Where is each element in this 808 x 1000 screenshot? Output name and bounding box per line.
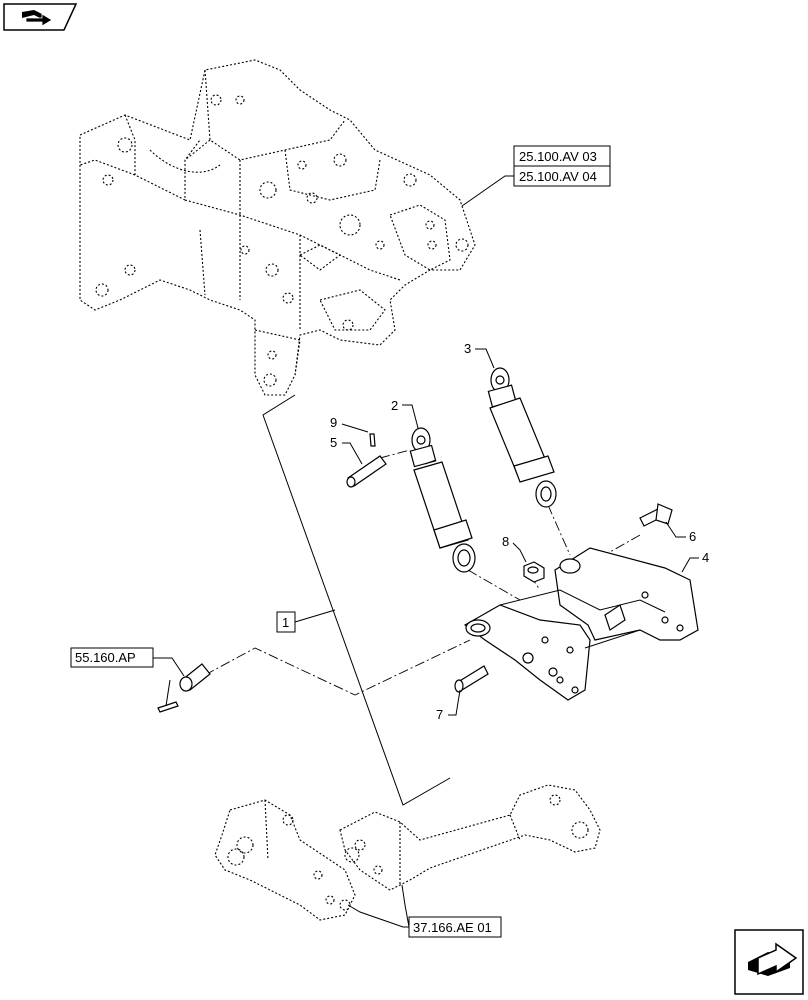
bracket-4[interactable] <box>463 547 699 701</box>
fitting-55-160-ap[interactable] <box>157 663 211 713</box>
pin-5[interactable] <box>346 455 387 488</box>
open-book-arrow-icon[interactable] <box>3 3 78 31</box>
next-page-arrow-icon[interactable] <box>734 929 804 995</box>
leader-line <box>165 679 171 707</box>
leader-line <box>294 609 336 623</box>
reference-label: 37.166.AE 01 <box>413 920 492 935</box>
hydraulic-cylinder-3[interactable] <box>487 367 557 508</box>
leader-line <box>401 884 410 928</box>
leader-line <box>153 657 185 677</box>
callout-number: 9 <box>330 415 337 430</box>
callout-5[interactable]: 5 <box>330 435 363 465</box>
callout-number: 7 <box>436 707 443 722</box>
leader-line <box>665 521 686 538</box>
callout-2[interactable]: 2 <box>391 398 419 429</box>
centerline-cyl2 <box>467 569 521 601</box>
callout-number: 4 <box>702 550 709 565</box>
leader-line <box>341 423 369 433</box>
callout-number: 8 <box>502 534 509 549</box>
bolt-7[interactable] <box>454 665 489 693</box>
leader-line <box>475 348 495 369</box>
reference-label: 25.100.AV 04 <box>519 169 597 184</box>
reference-25-100-av-03[interactable]: 25.100.AV 03 <box>513 145 611 167</box>
centerline-pin <box>204 639 471 696</box>
callout-number: 2 <box>391 398 398 413</box>
reference-25-100-av-04[interactable]: 25.100.AV 04 <box>513 165 611 187</box>
callout-number: 3 <box>464 341 471 356</box>
hydraulic-cylinder-2[interactable] <box>409 427 476 573</box>
centerline-cyl3 <box>547 504 571 556</box>
reference-label: 25.100.AV 03 <box>519 149 597 164</box>
group-label: 1 <box>282 615 289 630</box>
leader-line <box>512 542 527 563</box>
callout-7[interactable]: 7 <box>436 689 461 722</box>
centerline-pin6 <box>609 534 641 553</box>
clip-9[interactable] <box>369 433 376 447</box>
nut-8[interactable] <box>523 561 545 583</box>
reference-label: 55.160.AP <box>75 650 136 665</box>
leader-line <box>347 904 409 928</box>
callout-4[interactable]: 4 <box>681 550 709 573</box>
leader-line <box>342 442 363 465</box>
front-support-frame-dotted <box>79 59 476 396</box>
callout-6[interactable]: 6 <box>665 521 696 544</box>
front-axle-dotted <box>214 784 601 921</box>
reference-37-166-ae-01[interactable]: 37.166.AE 01 <box>408 916 502 938</box>
group-1-box[interactable]: 1 <box>276 611 296 633</box>
leader-line <box>461 175 514 207</box>
pin-6[interactable] <box>639 503 673 527</box>
callout-number: 5 <box>330 435 337 450</box>
callout-8[interactable]: 8 <box>502 534 527 563</box>
reference-55-160-ap[interactable]: 55.160.AP <box>70 647 154 668</box>
group-bracket <box>262 394 451 806</box>
callout-number: 6 <box>689 529 696 544</box>
leader-line <box>681 557 699 573</box>
leader-line <box>448 689 461 716</box>
centerline-pin5 <box>379 449 411 459</box>
callout-3[interactable]: 3 <box>464 341 495 369</box>
leader-line <box>402 404 419 429</box>
callout-9[interactable]: 9 <box>330 415 369 433</box>
